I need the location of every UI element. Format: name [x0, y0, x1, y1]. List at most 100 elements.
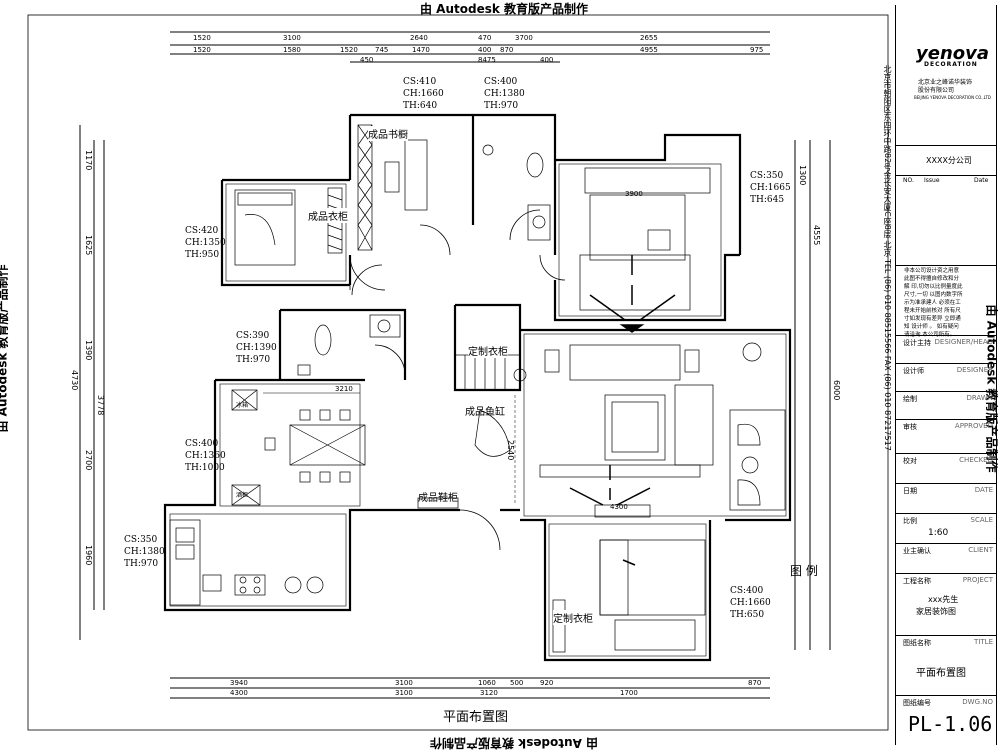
dim-bot-2: 3100 — [395, 679, 413, 687]
spec-line: TH:970 — [484, 101, 519, 111]
dim-right-3: 6000 — [832, 380, 841, 401]
row-label-en: TITLE — [974, 638, 993, 646]
spec-line: CH:1660 — [403, 89, 444, 99]
row-approved: 审核 APPROVED — [896, 419, 996, 431]
project-name: 家居装饰图 — [916, 607, 956, 616]
spec-line: TH:640 — [403, 101, 438, 111]
row-label: 设计师 — [903, 367, 924, 375]
dim-bot-6: 870 — [748, 679, 762, 687]
row-label: 工程名称 — [903, 577, 931, 585]
label-legend: 图 例 — [790, 564, 818, 578]
room-spec-bath2: CS:390 CH:1390 TH:970 — [236, 330, 277, 366]
row-designer-head: 设计主持 DESIGNER/HEAD — [896, 335, 996, 347]
floor-plan — [27, 14, 889, 731]
dim-top2-1: 1520 — [193, 46, 211, 54]
drawing-title: 平面布置图 — [916, 668, 966, 679]
room-spec-study: CS:410 CH:1660 TH:640 — [403, 76, 444, 112]
dim-dining-width: 3210 — [335, 385, 353, 393]
dim-master-bed: 3900 — [625, 190, 643, 198]
row-label-en: DATE — [974, 486, 993, 494]
dim-left-3: 1390 — [84, 340, 93, 361]
row-title: 图纸名称 TITLE 平面布置图 — [896, 635, 996, 679]
spec-line: TH:650 — [730, 610, 765, 620]
spec-line: CS:410 — [403, 77, 437, 87]
dim-bot-4: 500 — [510, 679, 524, 687]
row-label-en: DESIGNER/HEAD — [934, 338, 994, 346]
revision-row — [896, 175, 996, 176]
dim-top3-3: 400 — [540, 56, 554, 64]
row-designer: 设计师 DESIGNER — [896, 363, 996, 375]
dim-right-2: 4555 — [812, 225, 821, 246]
row-drawn: 绘制 DRAWN — [896, 391, 996, 403]
row-label: 审核 — [903, 423, 917, 431]
row-label-en: SCALE — [970, 516, 993, 524]
dim-top2-7: 870 — [500, 46, 514, 54]
spec-line: CS:400 — [185, 439, 219, 449]
dim-bot2-2: 3100 — [395, 689, 413, 697]
spec-line: CH:1380 — [124, 547, 165, 557]
branch-name: XXXX分公司 — [926, 156, 972, 165]
row-label-en: CHECKED — [959, 456, 993, 464]
spec-line: CS:420 — [185, 226, 219, 236]
spec-line: CH:1380 — [484, 89, 525, 99]
row-scale: 比例 SCALE 1:60 — [896, 513, 996, 538]
dim-bot-5: 920 — [540, 679, 554, 687]
scale-value: 1:60 — [928, 528, 949, 538]
spec-line: TH:645 — [750, 195, 785, 205]
dim-top2-3: 1520 — [340, 46, 358, 54]
label-wardrobe-bedroom2: 成品衣柜 — [308, 208, 348, 223]
dim-left-7: 3778 — [96, 395, 105, 416]
dim-bot2-1: 4300 — [230, 689, 248, 697]
notice-text: 非本公司设计资之用意 此图不得擅自修改和分解 印,切勿以比例量度此尺寸,一切 以… — [904, 268, 963, 338]
spec-line: TH:970 — [124, 559, 159, 569]
spec-line: CH:1360 — [185, 451, 226, 461]
label-fish-tank: 成品鱼缸 — [465, 407, 505, 418]
rev-issue: Issue — [924, 177, 940, 184]
dim-top-3: 2640 — [410, 34, 428, 42]
spec-line: CS:390 — [236, 331, 270, 341]
dim-left-6: 2700 — [84, 450, 93, 471]
company-name-1: 北京业之峰诺华装饰 — [918, 79, 973, 86]
row-dwg-no: 图纸编号 DWG.NO PL-1.06 — [896, 695, 996, 736]
dim-living-tv: 4300 — [610, 503, 628, 511]
drawing-number: PL-1.06 — [908, 712, 993, 736]
row-date: 日期 DATE — [896, 483, 996, 495]
dim-top-1: 1520 — [193, 34, 211, 42]
dim-left-4: 4730 — [70, 370, 79, 391]
notice-row — [896, 265, 996, 266]
spec-line: CH:1390 — [236, 343, 277, 353]
row-label-en: DESIGNER — [956, 366, 993, 374]
dim-top2-8: 4955 — [640, 46, 658, 54]
row-label: 图纸名称 — [903, 639, 931, 647]
row-label: 校对 — [903, 457, 917, 465]
plan-title: 平面布置图 — [443, 710, 509, 725]
row-label-en: PROJECT — [962, 576, 993, 584]
row-label-en: CLIENT — [968, 546, 993, 554]
dim-top3-1: 450 — [360, 56, 374, 64]
room-spec-master: CS:350 CH:1665 TH:645 — [750, 170, 791, 206]
company-name-2: 股份有限公司 — [918, 87, 955, 94]
spec-line: CH:1660 — [730, 598, 771, 608]
label-bookshelf: 成品书橱 — [368, 126, 408, 141]
dim-top-4: 470 — [478, 34, 492, 42]
dim-bot-3: 1060 — [478, 679, 496, 687]
dim-bot-1: 3940 — [230, 679, 248, 687]
spec-line: CS:400 — [730, 586, 764, 596]
dim-bot2-4: 1700 — [620, 689, 638, 697]
dim-top2-2: 1580 — [283, 46, 301, 54]
row-label: 设计主持 — [903, 339, 931, 347]
row-label: 绘制 — [903, 395, 917, 403]
row-label-en: DRAWN — [966, 394, 993, 402]
company-address: 北京市朝阳区东四环中路82号金长安大厦C座8层 北京 TEL (86) 010 … — [883, 65, 892, 451]
client-name: xxx先生 — [928, 595, 959, 604]
row-label: 图纸编号 — [903, 699, 931, 707]
spec-line: TH:1000 — [185, 463, 225, 473]
dim-left-1: 1170 — [84, 150, 93, 171]
row-checked: 校对 CHECKED — [896, 453, 996, 465]
dim-top2-9: 975 — [750, 46, 764, 54]
dim-top2-6: 400 — [478, 46, 492, 54]
company-logo-sub: DECORATION — [924, 61, 978, 68]
branch-row — [896, 145, 996, 146]
spec-line: CH:1350 — [185, 238, 226, 248]
room-spec-bath1: CS:400 CH:1380 TH:970 — [484, 76, 525, 112]
